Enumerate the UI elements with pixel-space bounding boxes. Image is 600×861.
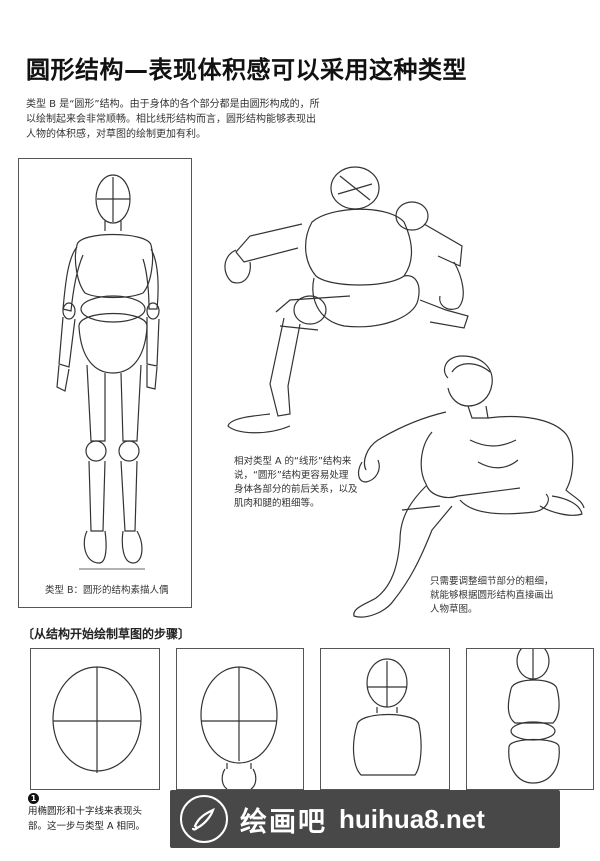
step-3-illustration bbox=[352, 658, 422, 776]
step-panel-2 bbox=[176, 648, 304, 790]
step-panel-1 bbox=[30, 648, 160, 790]
brush-logo-icon bbox=[180, 795, 228, 843]
step-1-illustration bbox=[52, 666, 142, 773]
intro-text: 类型 B 是“圆形”结构。由于身体的各个部分都是由圆形构成的，所 以绘制起来会非… bbox=[26, 97, 386, 142]
step-2-illustration bbox=[200, 666, 278, 789]
step-1-caption-line: 部。这一步与类型 A 相同。 bbox=[28, 821, 146, 832]
intro-line: 类型 B 是“圆形”结构。由于身体的各个部分都是由圆形构成的，所 bbox=[26, 99, 320, 110]
watermark-url: huihua8.net bbox=[339, 803, 485, 834]
comparison-caption-line: 说，“圆形”结构更容易处理 bbox=[234, 470, 349, 481]
step-1-caption-text: 用椭圆形和十字线来表现头 bbox=[28, 806, 143, 817]
comparison-caption: 相对类型 A 的“线形”结构来 说，“圆形”结构更容易处理 身体各部分的前后关系… bbox=[234, 455, 358, 511]
comparison-caption-line: 身体各部分的前后关系，以及 bbox=[234, 484, 358, 495]
step-panel-3 bbox=[320, 648, 450, 790]
watermark-banner: 绘画吧 huihua8.net bbox=[170, 790, 560, 848]
comparison-caption-line: 相对类型 A 的“线形”结构来 bbox=[234, 456, 352, 467]
steps-heading: 〔从结构开始绘制草图的步骤〕 bbox=[22, 627, 191, 641]
step-number-badge: 1 bbox=[28, 793, 39, 804]
step-4-illustration bbox=[507, 649, 560, 784]
page-title: 圆形结构—表现体积感可以采用这种类型 bbox=[26, 56, 467, 84]
detail-caption-line: 人物草图。 bbox=[430, 604, 478, 615]
mannequin-panel: 类型 B：圆形的结构素描人偶 bbox=[18, 158, 192, 608]
step-1-caption: 1 用椭圆形和十字线来表现头 部。这一步与类型 A 相同。 bbox=[28, 793, 145, 834]
sitting-mannequin-illustration bbox=[224, 166, 585, 618]
detail-caption: 只需要调整细节部分的粗细， 就能够根据圆形结构直接画出 人物草图。 bbox=[430, 575, 554, 617]
intro-line: 以绘制起来会非常顺畅。相比线形结构而言，圆形结构能够表现出 bbox=[26, 114, 316, 125]
detail-caption-line: 就能够根据圆形结构直接画出 bbox=[430, 590, 554, 601]
step-1-caption-line: 1 用椭圆形和十字线来表现头 bbox=[28, 793, 145, 819]
detail-caption-line: 只需要调整细节部分的粗细， bbox=[430, 576, 554, 587]
watermark-brand: 绘画吧 bbox=[240, 806, 327, 838]
mannequin-caption: 类型 B：圆形的结构素描人偶 bbox=[45, 585, 169, 596]
step-panel-4 bbox=[466, 648, 594, 790]
intro-line: 人物的体积感，对草图的绘制更加有利。 bbox=[26, 129, 206, 140]
comparison-caption-line: 肌肉和腿的粗细等。 bbox=[234, 498, 320, 509]
mannequin-figure-illustration bbox=[56, 174, 160, 570]
